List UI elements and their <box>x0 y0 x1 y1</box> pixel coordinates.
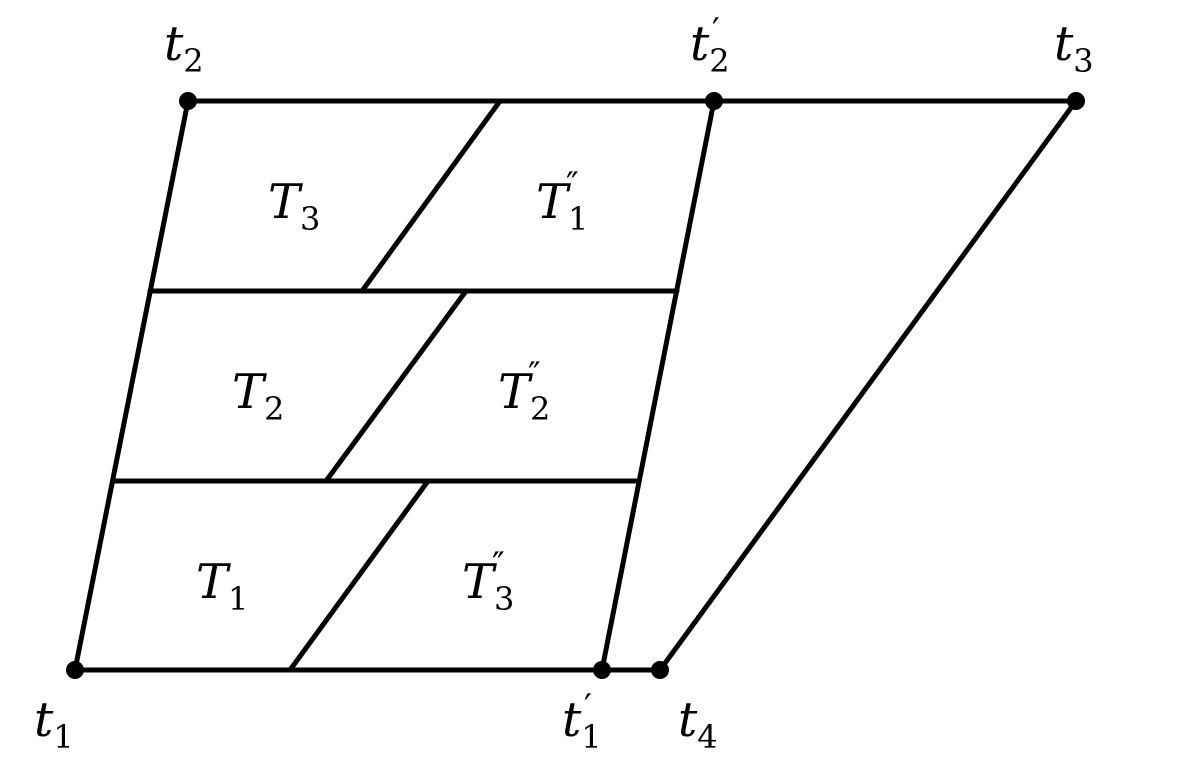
label-t2p: t2 <box>690 16 730 80</box>
label-T1pp: T1 <box>536 174 588 238</box>
label-t1p: t1 <box>562 692 602 756</box>
diagonal-middle <box>323 288 469 484</box>
label-t3: t3 <box>1054 16 1094 80</box>
label-T3pp-prime: ″ <box>492 545 505 585</box>
label-t4: t4 <box>678 692 718 756</box>
label-t2: t2 <box>164 16 204 80</box>
label-T2pp: T2 <box>498 364 550 428</box>
diagonal-top <box>359 98 503 294</box>
label-T3: T3 <box>268 174 320 238</box>
vertex-t1 <box>66 661 84 679</box>
label-t1p-prime: ′ <box>584 687 592 727</box>
label-T2: T2 <box>232 364 284 428</box>
edge-t4-t3 <box>657 98 1079 673</box>
label-t2p-prime: ′ <box>712 11 720 51</box>
label-T3pp: T3 <box>462 554 514 618</box>
edge-t1-t2 <box>72 98 191 673</box>
label-T1pp-prime: ″ <box>566 165 579 205</box>
label-T2pp-prime: ″ <box>528 355 541 395</box>
label-T1: T1 <box>196 554 248 618</box>
vertex-t2 <box>179 92 197 110</box>
vertex-t2p <box>705 92 723 110</box>
vertex-t4 <box>651 661 669 679</box>
label-t1: t1 <box>34 692 74 756</box>
diagonal-bottom <box>287 478 431 673</box>
edge-t1p-t2p <box>599 98 717 673</box>
vertex-t3 <box>1067 92 1085 110</box>
vertex-t1p <box>593 661 611 679</box>
